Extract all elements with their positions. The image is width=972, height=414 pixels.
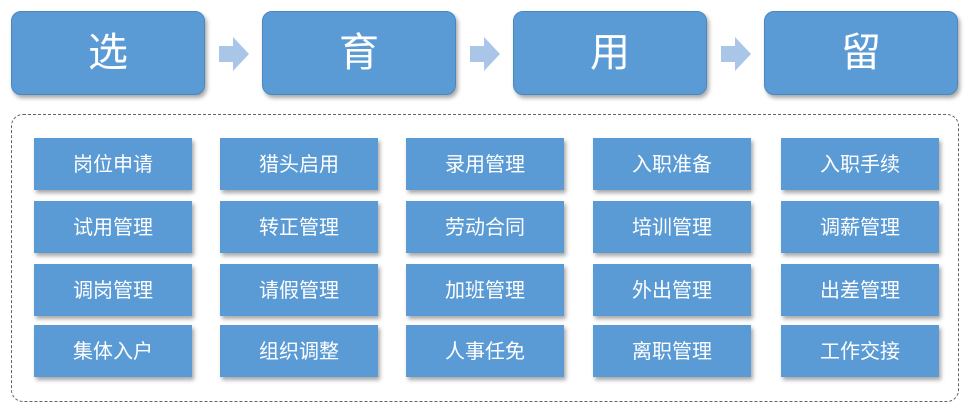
stage-use: 用 <box>513 11 707 95</box>
module-cell: 组织调整 <box>220 325 378 377</box>
module-cell: 调薪管理 <box>781 201 939 253</box>
module-cell: 工作交接 <box>781 325 939 377</box>
module-cell: 转正管理 <box>220 201 378 253</box>
module-cell: 加班管理 <box>406 264 564 316</box>
right-arrow-icon <box>470 37 500 71</box>
module-cell: 离职管理 <box>593 325 751 377</box>
module-cell: 入职手续 <box>781 138 939 190</box>
module-cell: 集体入户 <box>34 325 192 377</box>
module-cell: 调岗管理 <box>34 264 192 316</box>
module-cell: 试用管理 <box>34 201 192 253</box>
stage-develop: 育 <box>262 11 456 95</box>
module-cell: 培训管理 <box>593 201 751 253</box>
module-frame <box>11 114 959 402</box>
module-cell: 猎头启用 <box>220 138 378 190</box>
module-cell: 岗位申请 <box>34 138 192 190</box>
stage-select: 选 <box>11 11 205 95</box>
right-arrow-icon <box>219 37 249 71</box>
module-cell: 录用管理 <box>406 138 564 190</box>
right-arrow-icon <box>721 37 751 71</box>
module-cell: 出差管理 <box>781 264 939 316</box>
module-cell: 劳动合同 <box>406 201 564 253</box>
module-cell: 入职准备 <box>593 138 751 190</box>
module-cell: 人事任免 <box>406 325 564 377</box>
module-cell: 请假管理 <box>220 264 378 316</box>
module-cell: 外出管理 <box>593 264 751 316</box>
stage-retain: 留 <box>764 11 958 95</box>
